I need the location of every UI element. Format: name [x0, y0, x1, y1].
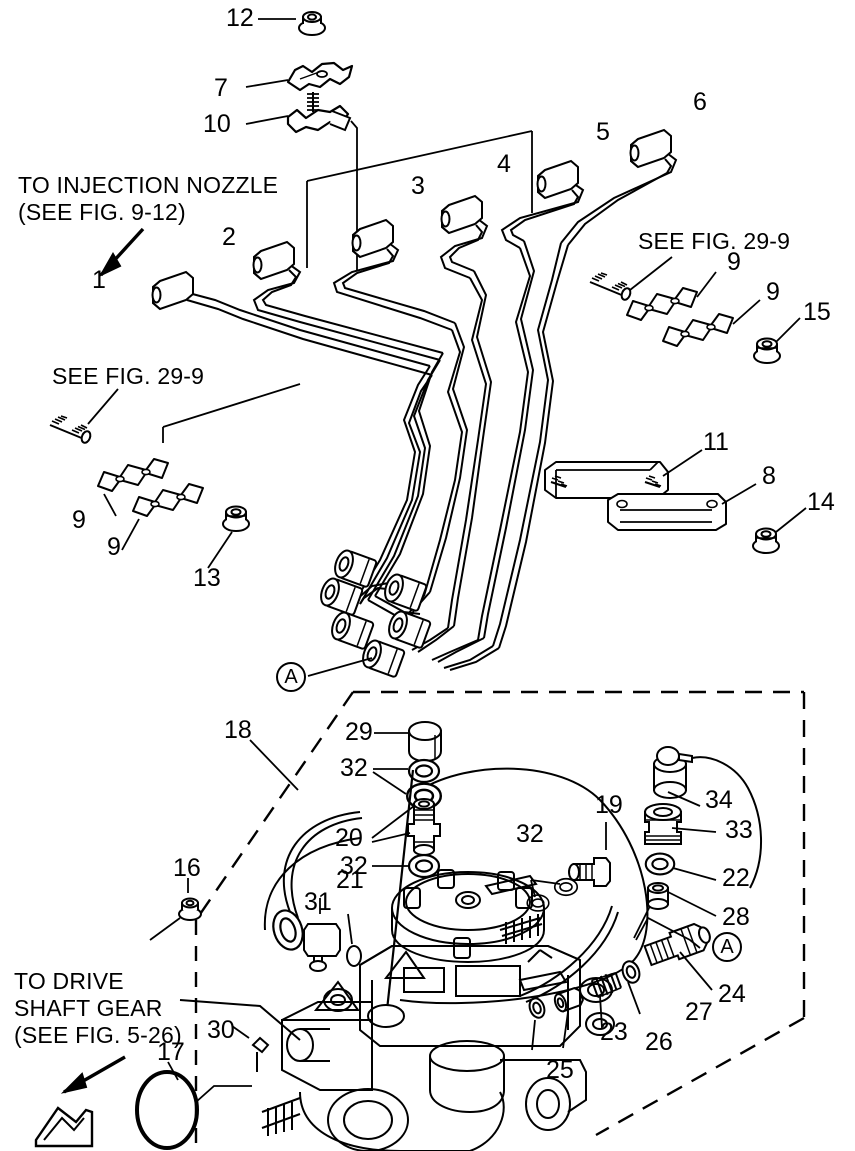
callout-13: 13: [193, 564, 221, 592]
callout-12: 12: [226, 4, 254, 32]
callout-33: 33: [725, 816, 753, 844]
callout-9-left-b: 9: [107, 533, 121, 561]
callout-9-left-a: 9: [72, 506, 86, 534]
callout-16: 16: [173, 854, 201, 882]
note-see-fig-29-9-left: SEE FIG. 29-9: [52, 363, 205, 389]
callout-3: 3: [411, 172, 425, 200]
callout-29: 29: [345, 718, 373, 746]
left-clamp-group: [49, 383, 301, 569]
callout-14: 14: [807, 488, 835, 516]
callout-23: 23: [600, 1018, 628, 1046]
bolt-16: [149, 878, 202, 941]
note-to-drive-shaft-gear: TO DRIVE SHAFT GEAR (SEE FIG. 5-26): [14, 968, 182, 1049]
callout-20: 20: [335, 824, 363, 852]
callout-9-right-a: 9: [727, 248, 741, 276]
callout-32-mid: 32: [516, 820, 544, 848]
o-ring-17: [135, 1061, 252, 1150]
callout-21: 21: [336, 866, 364, 894]
callout-27: 27: [685, 998, 713, 1026]
delivery-valve-group: [528, 916, 713, 1051]
callout-34: 34: [705, 786, 733, 814]
callout-10: 10: [203, 110, 231, 138]
solenoid-group: [633, 746, 763, 939]
pump-outline: [179, 767, 649, 1041]
callout-8: 8: [762, 462, 776, 490]
callout-19: 19: [595, 791, 623, 819]
callout-15: 15: [803, 298, 831, 326]
callout-22: 22: [722, 864, 750, 892]
section-marker-a-lower: A: [712, 932, 742, 962]
callout-30: 30: [207, 1016, 235, 1044]
callout-1: 1: [92, 266, 106, 294]
callout-32-lower: 32: [340, 852, 368, 880]
pump-body-detail: [261, 869, 615, 1151]
callout-9-right-b: 9: [766, 278, 780, 306]
right-clamp-group: [589, 256, 801, 364]
callout-28: 28: [722, 903, 750, 931]
note-see-fig-29-9-right: SEE FIG. 29-9: [638, 228, 791, 254]
callout-4: 4: [497, 150, 511, 178]
callout-25: 25: [546, 1056, 574, 1084]
callout-24: 24: [718, 980, 746, 1008]
callout-7: 7: [214, 74, 228, 102]
callout-11: 11: [703, 428, 729, 456]
callout-5: 5: [596, 118, 610, 146]
callout-32-upper: 32: [340, 754, 368, 782]
logo-4wd: [34, 1106, 94, 1148]
pipe-holder-group: [544, 449, 807, 554]
callout-2: 2: [222, 223, 236, 251]
callout-17: 17: [157, 1038, 185, 1066]
note-to-injection-nozzle: TO INJECTION NOZZLE (SEE FIG. 9-12): [18, 172, 279, 226]
pin-30: [231, 1025, 270, 1072]
callout-18: 18: [224, 716, 252, 744]
hollow-screw-group: [272, 898, 362, 972]
callout-31: 31: [304, 888, 332, 916]
banjo-bolt-19: [568, 822, 611, 887]
pipe-nuts-lower: [320, 549, 432, 678]
section-marker-a-upper: A: [276, 662, 306, 692]
callout-26: 26: [645, 1028, 673, 1056]
callout-6: 6: [693, 88, 707, 116]
